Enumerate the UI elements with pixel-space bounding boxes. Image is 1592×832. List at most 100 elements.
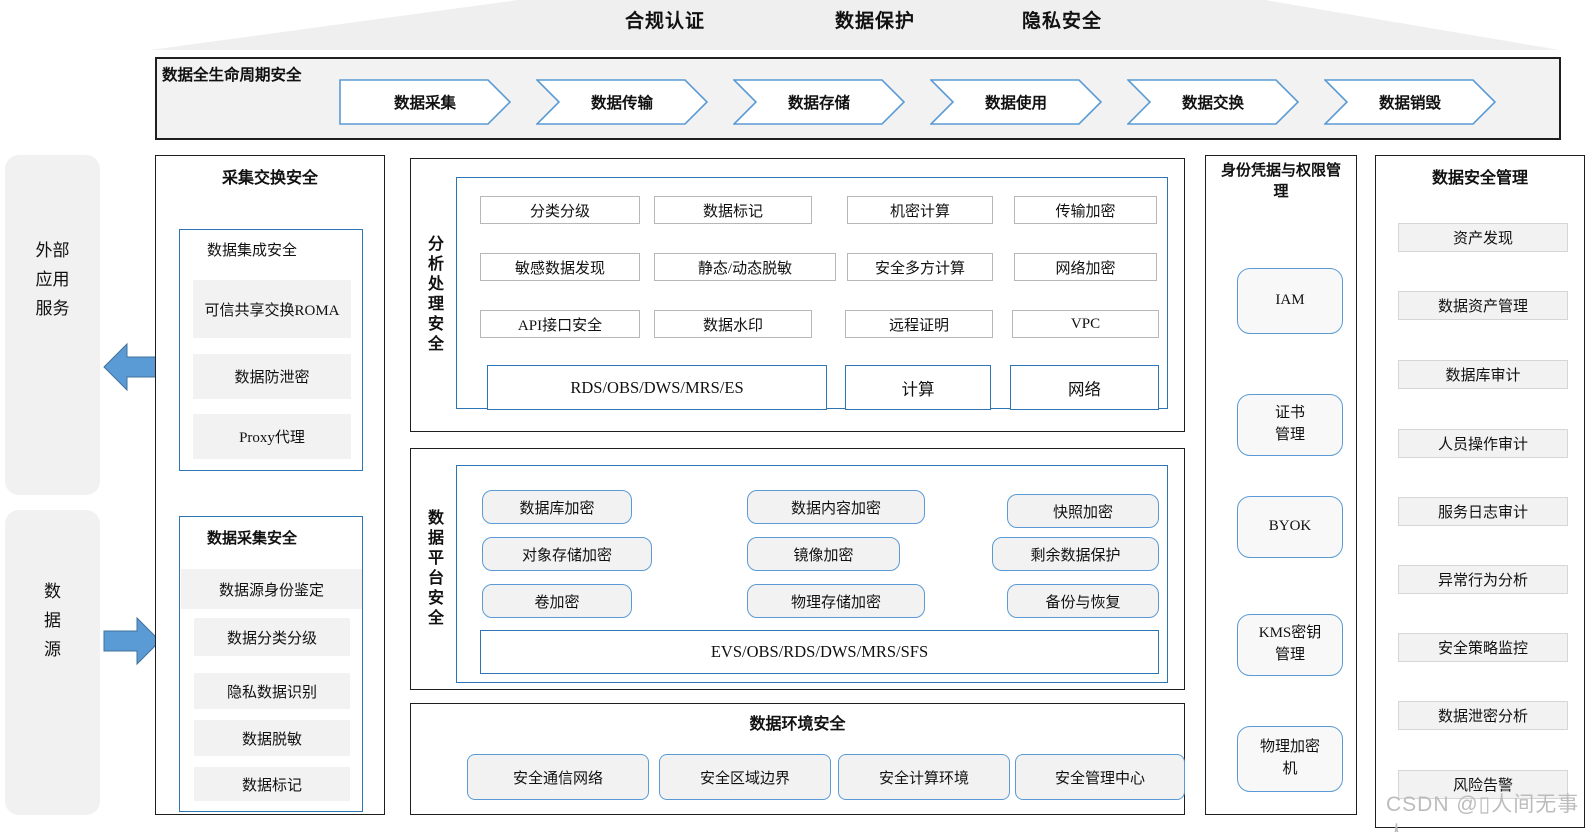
stage-label: 数据传输 bbox=[590, 95, 653, 112]
data-acquisition-title: 数据采集安全 bbox=[207, 530, 298, 547]
analysis-inner-panel: 分类分级 数据标记 机密计算 传输加密 敏感数据发现 静态/动态脱敏 安全多方计… bbox=[456, 177, 1168, 410]
acquisition-item-tagging: 数据标记 bbox=[194, 767, 350, 801]
analysis-cell-r3c2: 数据水印 bbox=[654, 310, 812, 338]
analysis-infra-services-bar: RDS/OBS/DWS/MRS/ES bbox=[487, 365, 827, 410]
mgmt-item-policy-monitoring: 安全策略监控 bbox=[1398, 633, 1568, 662]
environment-item-secure-boundary: 安全区域边界 bbox=[659, 754, 831, 800]
chevron-shape-icon bbox=[1324, 79, 1496, 125]
chevron-shape-icon bbox=[536, 79, 708, 125]
lifecycle-stage-chevron: 数据使用 bbox=[930, 79, 1102, 125]
arrow-left-icon bbox=[103, 342, 161, 392]
integration-item-roma: 可信共享交换ROMA bbox=[193, 280, 351, 338]
analysis-infra-compute: 计算 bbox=[845, 365, 991, 410]
external-app-services-label: 外部 应用 服务 bbox=[35, 241, 70, 318]
platform-cell-db-encryption: 数据库加密 bbox=[482, 490, 632, 524]
analysis-cell-r1c1: 分类分级 bbox=[480, 196, 640, 224]
platform-cell-object-storage-encryption: 对象存储加密 bbox=[482, 537, 652, 571]
analysis-cell-r3c3: 远程证明 bbox=[845, 310, 993, 338]
platform-cell-content-encryption: 数据内容加密 bbox=[747, 490, 925, 524]
mgmt-item-risk-alert: 风险告警 bbox=[1398, 770, 1568, 799]
platform-cell-volume-encryption: 卷加密 bbox=[482, 584, 632, 618]
data-acquisition-subpanel: 数据采集安全 数据源身份鉴定 数据分类分级 隐私数据识别 数据脱敏 数据标记 bbox=[179, 516, 363, 812]
collection-exchange-title: 采集交换安全 bbox=[221, 170, 318, 187]
analysis-cell-r2c1: 敏感数据发现 bbox=[480, 253, 640, 281]
environment-item-security-mgmt-center: 安全管理中心 bbox=[1015, 754, 1185, 800]
mgmt-item-abnormal-behavior: 异常行为分析 bbox=[1398, 565, 1568, 594]
identity-item-kms: KMS密钥 管理 bbox=[1237, 614, 1343, 676]
lifecycle-stage-chevron: 数据销毁 bbox=[1324, 79, 1496, 125]
acquisition-item-classification: 数据分类分级 bbox=[194, 618, 350, 656]
stage-label: 数据交换 bbox=[1181, 95, 1244, 112]
lifecycle-band: 数据全生命周期安全 数据采集 数据传输 数据存储 数据使用 数据交换 数据销毁 bbox=[155, 57, 1561, 140]
analysis-processing-panel: 分析处理安全 分类分级 数据标记 机密计算 传输加密 敏感数据发现 静态/动态脱… bbox=[410, 158, 1185, 432]
analysis-cell-r3c4: VPC bbox=[1012, 310, 1159, 338]
mgmt-item-leak-analysis: 数据泄密分析 bbox=[1398, 701, 1568, 730]
environment-item-secure-network: 安全通信网络 bbox=[467, 754, 649, 800]
data-integration-title: 数据集成安全 bbox=[207, 243, 298, 259]
data-platform-title: 数据平台安全 bbox=[425, 509, 442, 629]
mgmt-item-service-log-audit: 服务日志审计 bbox=[1398, 497, 1568, 526]
identity-permission-title: 身份凭据与权限管理 bbox=[1220, 162, 1341, 200]
analysis-cell-r1c3: 机密计算 bbox=[847, 196, 993, 224]
platform-inner-panel: 数据库加密 数据内容加密 快照加密 对象存储加密 镜像加密 剩余数据保护 卷加密… bbox=[456, 465, 1168, 683]
data-source-box: 数 据 源 bbox=[5, 510, 100, 815]
mgmt-item-personnel-audit: 人员操作审计 bbox=[1398, 429, 1568, 458]
mgmt-item-db-audit: 数据库审计 bbox=[1398, 360, 1568, 389]
platform-cell-physical-storage-encryption: 物理存储加密 bbox=[747, 584, 925, 618]
data-security-mgmt-panel: 数据安全管理 资产发现 数据资产管理 数据库审计 人员操作审计 服务日志审计 异… bbox=[1375, 155, 1585, 828]
analysis-infra-network: 网络 bbox=[1010, 365, 1159, 410]
mgmt-item-asset-discovery: 资产发现 bbox=[1398, 223, 1568, 252]
platform-infra-services-bar: EVS/OBS/RDS/DWS/MRS/SFS bbox=[480, 630, 1159, 674]
stage-label: 数据存储 bbox=[787, 95, 850, 112]
integration-item-proxy: Proxy代理 bbox=[193, 414, 351, 459]
stage-label: 数据使用 bbox=[984, 95, 1047, 112]
analysis-cell-r1c2: 数据标记 bbox=[654, 196, 812, 224]
chevron-shape-icon bbox=[733, 79, 905, 125]
environment-item-secure-computing: 安全计算环境 bbox=[838, 754, 1010, 800]
banner-label-compliance: 合规认证 bbox=[625, 11, 706, 32]
platform-title-wrap: 数据平台安全 bbox=[421, 449, 445, 689]
analysis-cell-r1c4: 传输加密 bbox=[1014, 196, 1157, 224]
mgmt-item-data-asset-mgmt: 数据资产管理 bbox=[1398, 291, 1568, 320]
analysis-cell-r3c1: API接口安全 bbox=[480, 310, 640, 338]
lifecycle-stage-chevron: 数据采集 bbox=[339, 79, 511, 125]
chevron-shape-icon bbox=[1127, 79, 1299, 125]
banner-label-privacy: 隐私安全 bbox=[1022, 11, 1103, 32]
lifecycle-stage-chevron: 数据存储 bbox=[733, 79, 905, 125]
identity-item-byok: BYOK bbox=[1237, 496, 1343, 558]
data-environment-title: 数据环境安全 bbox=[749, 716, 846, 733]
stage-label: 数据采集 bbox=[393, 95, 456, 112]
analysis-title-wrap: 分析处理安全 bbox=[421, 159, 445, 431]
integration-item-dlp: 数据防泄密 bbox=[193, 354, 351, 399]
acquisition-item-privacy-identify: 隐私数据识别 bbox=[194, 673, 350, 709]
analysis-processing-title: 分析处理安全 bbox=[425, 235, 442, 355]
platform-cell-backup-recovery: 备份与恢复 bbox=[1007, 584, 1159, 618]
platform-cell-image-encryption: 镜像加密 bbox=[747, 537, 900, 571]
data-security-mgmt-title: 数据安全管理 bbox=[1431, 170, 1528, 187]
banner-label-data-protection: 数据保护 bbox=[835, 11, 916, 32]
stage-label: 数据销毁 bbox=[1378, 95, 1441, 112]
lifecycle-title: 数据全生命周期安全 bbox=[162, 67, 302, 84]
lifecycle-stage-chevron: 数据交换 bbox=[1127, 79, 1299, 125]
chevron-shape-icon bbox=[930, 79, 1102, 125]
identity-item-certificate-mgmt: 证书 管理 bbox=[1237, 394, 1343, 456]
lifecycle-stage-chevron: 数据传输 bbox=[536, 79, 708, 125]
acquisition-item-source-identity: 数据源身份鉴定 bbox=[181, 569, 362, 609]
collection-exchange-panel: 采集交换安全 数据集成安全 可信共享交换ROMA 数据防泄密 Proxy代理 数… bbox=[155, 155, 385, 815]
platform-cell-residual-data-protection: 剩余数据保护 bbox=[992, 537, 1159, 571]
data-environment-panel: 数据环境安全 安全通信网络 安全区域边界 安全计算环境 安全管理中心 bbox=[410, 703, 1185, 815]
identity-permission-panel: 身份凭据与权限管理 IAM 证书 管理 BYOK KMS密钥 管理 物理加密 机 bbox=[1205, 155, 1357, 815]
chevron-shape-icon bbox=[339, 79, 511, 125]
data-platform-panel: 数据平台安全 数据库加密 数据内容加密 快照加密 对象存储加密 镜像加密 剩余数… bbox=[410, 448, 1185, 690]
data-source-label: 数 据 源 bbox=[44, 582, 61, 659]
acquisition-item-masking: 数据脱敏 bbox=[194, 720, 350, 756]
analysis-cell-r2c3: 安全多方计算 bbox=[847, 253, 993, 281]
analysis-cell-r2c4: 网络加密 bbox=[1014, 253, 1157, 281]
identity-item-hsm: 物理加密 机 bbox=[1237, 726, 1343, 792]
analysis-cell-r2c2: 静态/动态脱敏 bbox=[654, 253, 836, 281]
csdn-watermark: CSDN @▯人间无事人 bbox=[1386, 793, 1580, 832]
platform-cell-snapshot-encryption: 快照加密 bbox=[1007, 494, 1159, 528]
arrow-right-icon bbox=[103, 616, 161, 666]
external-app-services-box: 外部 应用 服务 bbox=[5, 155, 100, 495]
